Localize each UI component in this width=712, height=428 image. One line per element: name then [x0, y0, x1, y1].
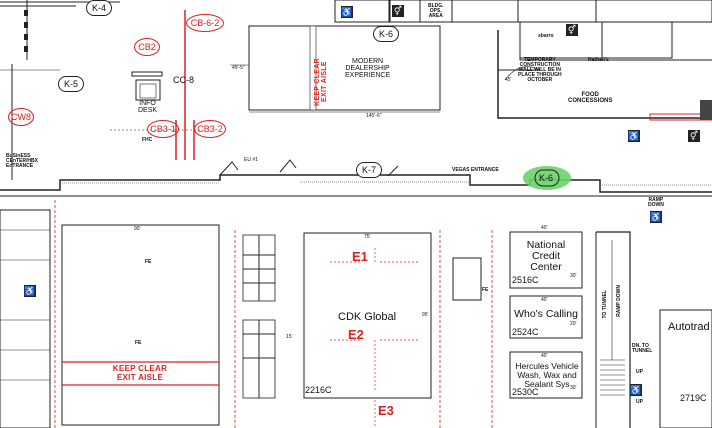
dim-40c: 40' — [541, 353, 548, 359]
keep-clear-horizontal: KEEP CLEAR EXIT AISLE — [112, 364, 168, 382]
bldg-ops-label: BLDG. OPS. AREA — [428, 3, 444, 19]
up-label-2: UP — [636, 399, 643, 405]
dim-49-5: 49'-5" — [232, 65, 245, 71]
marker-k4: K-4 — [86, 0, 112, 16]
dim-15: 15' — [286, 334, 293, 340]
cb-6-2-label: CB-6-2 — [186, 14, 224, 32]
dim-145-6: 145'-6" — [366, 113, 382, 119]
entrance-e1: E1 — [352, 249, 368, 264]
national-credit-center-booth-name[interactable]: National Credit Center — [526, 239, 566, 274]
eu1-label: EU #1 — [244, 157, 258, 163]
restroom-icon: ♿ — [630, 384, 642, 396]
cdk-global-booth-name[interactable]: CDK Global — [338, 311, 397, 323]
food-concessions-label: FOOD CONCESSIONS — [568, 92, 613, 104]
restroom-icon: ⚥ — [392, 5, 404, 17]
cb3-2-label: CB3-2 — [194, 120, 226, 138]
to-tunnel-label: TO TUNNEL — [602, 290, 608, 319]
dim-75: 75' — [364, 234, 371, 240]
marker-k7: K-7 — [356, 162, 382, 178]
marker-k5: K-5 — [58, 76, 84, 92]
info-desk-label: INFO DESK — [138, 100, 158, 114]
restroom-icon: ⚥ — [688, 130, 700, 142]
dim-40b: 40' — [541, 297, 548, 303]
dim-20: 20' — [570, 321, 577, 327]
dim-45: 45' — [505, 77, 512, 83]
fire-extinguisher-marker: FE — [145, 259, 152, 265]
restroom-icon: ♿ — [650, 211, 662, 223]
keep-clear-vertical: KEEP CLEAR EXIT AISLE — [314, 58, 328, 106]
ramp-down-label: RAMP DOWN — [648, 197, 664, 208]
fire-extinguisher-marker: FE — [135, 340, 142, 346]
ramp-down-vertical-label: RAMP DOWN — [616, 285, 622, 317]
autotrader-booth-name[interactable]: Autotrad — [668, 321, 710, 333]
cc-8-label: CC-8 — [173, 75, 195, 85]
booth-number-2524c: 2524C — [512, 327, 539, 337]
cb2-label: CB2 — [134, 38, 160, 56]
entrance-e3: E3 — [378, 403, 394, 418]
nathans-label: Nathan's — [588, 57, 609, 63]
booth-number-2216c: 2216C — [305, 385, 332, 395]
restroom-icon: ♿ — [628, 130, 640, 142]
entrance-e2: E2 — [348, 327, 364, 342]
cw8-label: CW8 — [8, 108, 34, 126]
hercules-booth-name[interactable]: Hercules Vehicle Wash, Wax and Sealant S… — [515, 361, 579, 389]
cb3-1-label: CB3-1 — [147, 120, 179, 138]
whos-calling-booth-name[interactable]: Who's Calling — [514, 308, 578, 320]
booth-number-2719c: 2719C — [680, 393, 707, 403]
dim-95: 95' — [422, 312, 429, 318]
restroom-icon: ♿ — [341, 6, 353, 18]
dim-90: 90' — [134, 226, 141, 232]
vegas-entrance-label: VEGAS ENTRANCE — [452, 167, 499, 173]
fire-hose-cabinet-marker: FHC — [142, 137, 153, 143]
dim-30b: 30' — [570, 385, 577, 391]
marker-k6-top: K-6 — [373, 26, 399, 42]
dim-30a: 30' — [570, 273, 577, 279]
dim-40a: 40' — [541, 225, 548, 231]
booth-number-2530c: 2530C — [512, 387, 539, 397]
down-to-tunnel-label: DN. TO TUNNEL — [632, 343, 653, 354]
restroom-icon: ♿ — [24, 285, 36, 297]
booth-number-2516c: 2516C — [512, 275, 539, 285]
modern-dealership-label: MODERN DEALERSHIP EXPERIENCE — [345, 58, 391, 79]
restroom-icon: ⚥ — [566, 24, 578, 36]
up-label-1: UP — [636, 369, 643, 375]
sbarro-label: sbarro — [538, 33, 554, 39]
fire-extinguisher-marker: FE — [482, 287, 489, 293]
temp-construction-note: TEMPORARY CONSTRUCTION WALL WILL BE IN P… — [518, 57, 562, 83]
marker-k6-highlighted: K-6 — [539, 173, 554, 183]
business-center-entrance-label: BuSinESS CEnTER/HBX EnTRANCE — [6, 153, 38, 169]
